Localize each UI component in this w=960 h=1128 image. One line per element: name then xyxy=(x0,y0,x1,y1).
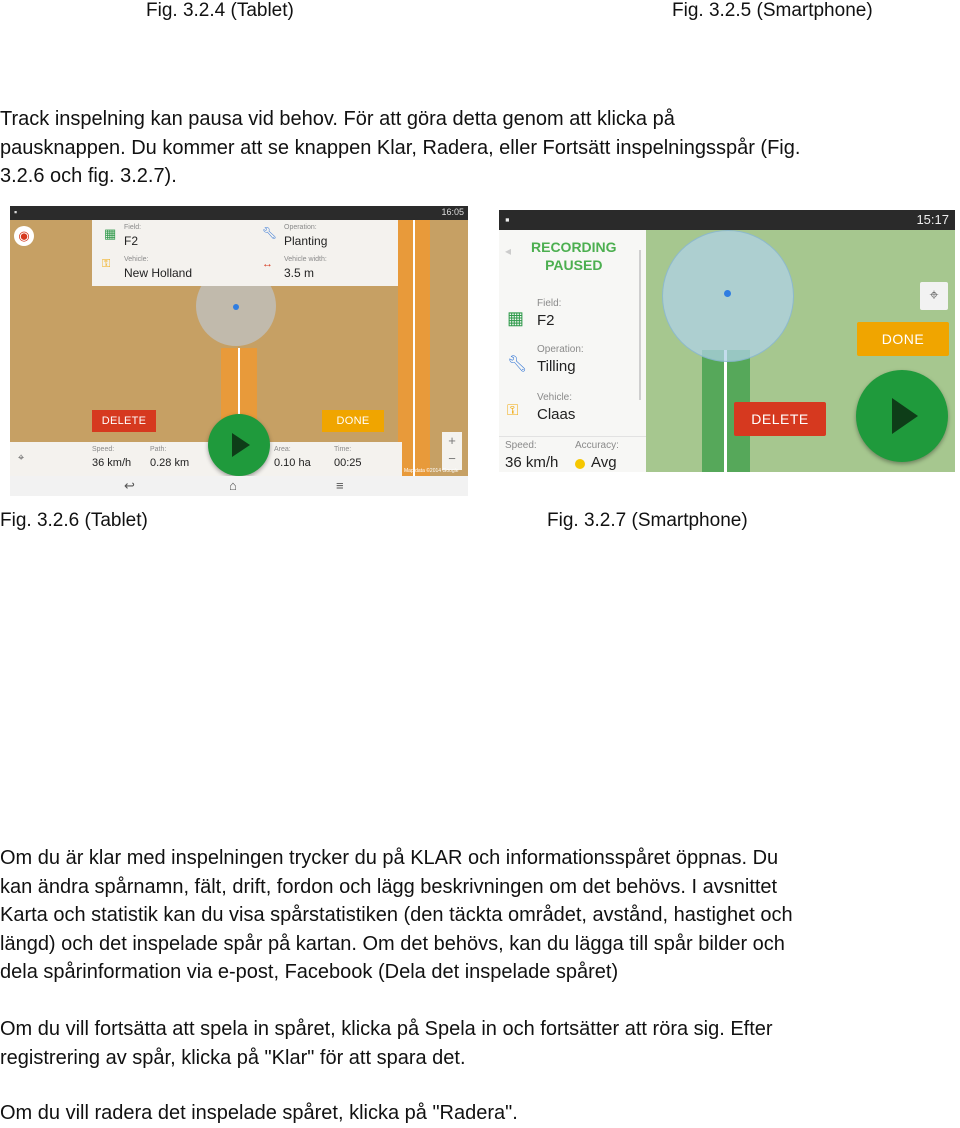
caption-fig-3-2-5: Fig. 3.2.5 (Smartphone) xyxy=(672,0,873,21)
phone-field-label: Field: xyxy=(537,298,562,309)
play-icon xyxy=(232,433,250,457)
caption-fig-3-2-7: Fig. 3.2.7 (Smartphone) xyxy=(547,510,748,531)
phone-map: ⌖ DONE DELETE xyxy=(646,230,955,472)
grid-icon: ▦ xyxy=(507,308,525,328)
tablet-delete-button[interactable]: DELETE xyxy=(92,410,156,432)
tablet-zoom-control: + − xyxy=(442,432,462,470)
zoom-out-button[interactable]: − xyxy=(448,451,456,466)
tablet-path-label: Path: xyxy=(150,446,167,453)
para1-line-2: kan ändra spårnamn, fält, drift, fordon … xyxy=(0,875,778,898)
tablet-status-time: 16:05 xyxy=(441,207,464,217)
tablet-info-card: ▦ Field: F2 🔧︎ Operation: Planting ⚿ Veh… xyxy=(92,220,398,286)
tablet-speed-label: Speed: xyxy=(92,446,115,453)
tablet-map: ▦ Field: F2 🔧︎ Operation: Planting ⚿ Veh… xyxy=(10,220,468,476)
back-icon[interactable]: ◂ xyxy=(505,244,512,258)
paragraph-continue: Om du vill fortsätta att spela in spåret… xyxy=(0,1015,773,1072)
tablet-operation-value: Planting xyxy=(284,234,328,248)
phone-delete-button[interactable]: DELETE xyxy=(734,402,826,436)
phone-status-bar: ▪ 15:17 xyxy=(499,210,955,230)
paragraph-delete: Om du vill radera det inspelade spåret, … xyxy=(0,1099,518,1128)
tablet-stats-card: ⌖ Speed: 36 km/h Path: 0.28 km Area: 0.1… xyxy=(10,442,402,476)
phone-vehicle-value: Claas xyxy=(537,406,576,423)
phone-app-icon: ▪ xyxy=(505,212,510,227)
para1-line-1: Om du är klar med inspelningen trycker d… xyxy=(0,847,779,869)
phone-vehicle-label: Vehicle: xyxy=(537,392,573,403)
tablet-vehicle-value: New Holland xyxy=(124,266,193,280)
para1-line-5: dela spårinformation via e-post, Faceboo… xyxy=(0,961,619,983)
tablet-time-value: 00:25 xyxy=(334,457,362,469)
phone-accuracy-value: Avg xyxy=(591,454,617,471)
home-icon[interactable]: ⌂ xyxy=(229,478,237,493)
phone-done-button[interactable]: DONE xyxy=(857,322,949,356)
phone-divider xyxy=(499,436,646,437)
para2-line-2: registrering av spår, klicka på "Klar" f… xyxy=(0,1046,466,1069)
width-arrows-icon: ↔ xyxy=(262,258,273,270)
phone-panel-scrollbar[interactable] xyxy=(639,250,641,400)
phone-speed-value: 36 km/h xyxy=(505,454,559,471)
tablet-field-label: Field: xyxy=(124,224,142,231)
phone-accuracy-label: Accuracy: xyxy=(575,440,619,451)
tablet-operation-label: Operation: xyxy=(284,224,317,231)
locate-icon[interactable]: ⌖ xyxy=(920,282,948,310)
tablet-screenshot: ▪ 16:05 ▦ Field: F2 🔧︎ Operation: Planti… xyxy=(10,206,468,496)
phone-status-time: 15:17 xyxy=(916,212,949,227)
tablet-done-button[interactable]: DONE xyxy=(322,410,384,432)
wrench-icon: 🔧︎ xyxy=(507,356,528,373)
tablet-vehicle-label: Vehicle: xyxy=(124,256,149,263)
tablet-area-value: 0.10 ha xyxy=(274,457,311,469)
tablet-time-label: Time: xyxy=(334,446,352,453)
tablet-area-label: Area: xyxy=(274,446,291,453)
phone-speed-label: Speed: xyxy=(505,440,537,451)
paragraph-klar: Om du är klar med inspelningen trycker d… xyxy=(0,844,793,987)
grid-icon: ▦ xyxy=(104,226,117,241)
phone-play-button[interactable] xyxy=(856,370,948,462)
para2-line-1: Om du vill fortsätta att spela in spåret… xyxy=(0,1018,773,1040)
zoom-in-button[interactable]: + xyxy=(448,433,456,448)
locate-icon[interactable]: ⌖ xyxy=(18,452,25,464)
phone-screenshot: ▪ 15:17 ⌖ DONE DELETE ◂ RECORDING PAUSED… xyxy=(499,210,955,472)
recording-line-2: PAUSED xyxy=(545,257,603,273)
key-icon: ⚿ xyxy=(102,258,111,270)
para1-line-4: längd) och det inspelade spår på kartan.… xyxy=(0,932,785,955)
tablet-recorded-line xyxy=(238,348,240,476)
para1-line-3: Karta och statistik kan du visa spårstat… xyxy=(0,904,793,926)
tablet-location-dot xyxy=(233,304,239,310)
target-icon[interactable]: ◉ xyxy=(14,226,34,246)
phone-operation-value: Tilling xyxy=(537,358,576,375)
back-icon[interactable]: ↩ xyxy=(124,478,135,493)
phone-field-value: F2 xyxy=(537,312,555,329)
accuracy-dot-icon xyxy=(575,459,585,469)
wrench-icon: 🔧︎ xyxy=(262,226,278,240)
play-icon xyxy=(892,398,918,434)
intro-line-3: 3.2.6 och fig. 3.2.7). xyxy=(0,165,177,187)
tablet-speed-value: 36 km/h xyxy=(92,457,132,469)
tablet-app-icon: ▪ xyxy=(14,207,18,217)
intro-line-1: Track inspelning kan pausa vid behov. Fö… xyxy=(0,108,675,130)
phone-recorded-line xyxy=(724,350,727,472)
tablet-width-value: 3.5 m xyxy=(284,266,315,280)
menu-icon[interactable]: ≡ xyxy=(336,478,344,493)
phone-operation-label: Operation: xyxy=(537,344,584,355)
tablet-track-line xyxy=(413,220,415,476)
tablet-width-label: Vehicle width: xyxy=(284,256,327,263)
tablet-field-value: F2 xyxy=(124,234,139,248)
tablet-path-value: 0.28 km xyxy=(150,457,190,469)
key-icon: ⚿ xyxy=(507,402,519,419)
recording-line-1: RECORDING xyxy=(531,239,617,255)
tablet-nav-bar: ↩ ⌂ ≡ xyxy=(10,476,468,496)
tablet-map-credit: Map data ©2014 Google xyxy=(404,468,459,474)
tablet-status-bar: ▪ 16:05 xyxy=(10,206,468,220)
tablet-play-button[interactable] xyxy=(208,414,270,476)
phone-location-dot xyxy=(724,290,731,297)
para3-line-1: Om du vill radera det inspelade spåret, … xyxy=(0,1102,518,1124)
intro-line-2: pausknappen. Du kommer att se knappen Kl… xyxy=(0,136,801,159)
intro-paragraph: Track inspelning kan pausa vid behov. Fö… xyxy=(0,105,800,191)
caption-fig-3-2-4: Fig. 3.2.4 (Tablet) xyxy=(146,0,294,21)
recording-paused-label: RECORDING PAUSED xyxy=(531,238,617,274)
phone-info-panel: ◂ RECORDING PAUSED ▦ Field: F2 🔧︎ Operat… xyxy=(499,230,646,472)
caption-fig-3-2-6: Fig. 3.2.6 (Tablet) xyxy=(0,510,148,531)
